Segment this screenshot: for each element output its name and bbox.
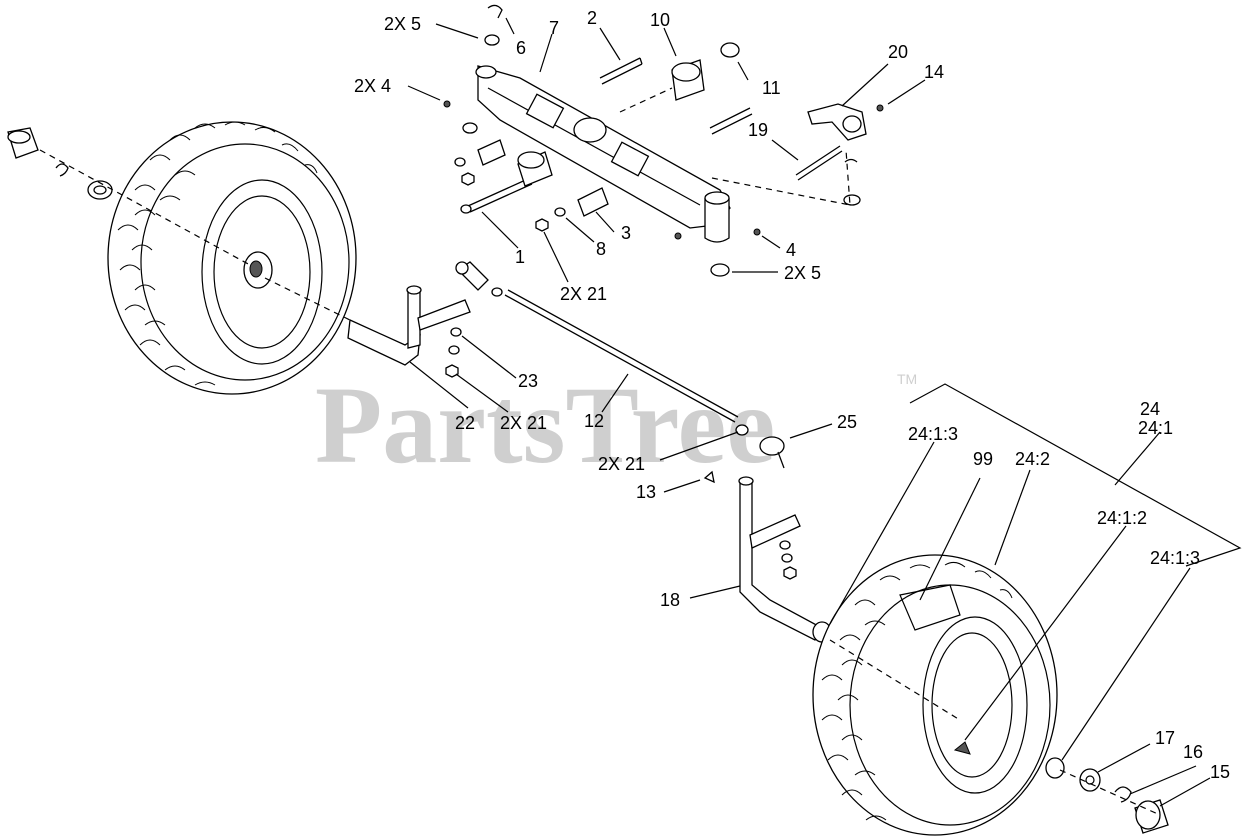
nut-11	[720, 42, 740, 58]
callout-2x21-top: 2X 21	[560, 284, 607, 304]
callout-3: 3	[621, 223, 631, 243]
callout-24-1-3-upper: 24:1:3	[908, 424, 958, 444]
callout-8: 8	[596, 239, 606, 259]
tie-rod-end-right	[759, 436, 785, 469]
callout-2x21-mid: 2X 21	[500, 413, 547, 433]
callout-2x4: 2X 4	[354, 76, 391, 96]
cap-15-left	[7, 127, 39, 159]
callout-10: 10	[650, 10, 670, 30]
spacer-3	[577, 187, 609, 217]
callout-6: 6	[516, 38, 526, 58]
callout-18: 18	[660, 590, 680, 610]
washer-5-bottom	[710, 263, 730, 277]
callout-24-1: 24:1	[1138, 418, 1173, 438]
callout-16: 16	[1183, 742, 1203, 762]
nut-21	[535, 218, 549, 232]
washer-5-top	[484, 34, 500, 46]
e-clip-left	[55, 163, 69, 177]
left-wheel	[107, 121, 357, 395]
callout-24-2: 24:2	[1015, 449, 1050, 469]
callout-20: 20	[888, 42, 908, 62]
callout-15: 15	[1210, 762, 1230, 782]
steering-arm-20	[807, 103, 867, 141]
callout-19: 19	[748, 120, 768, 140]
callout-2x21-low: 2X 21	[598, 454, 645, 474]
spacer-left	[477, 139, 506, 166]
axle-beam	[475, 65, 731, 243]
callout-13: 13	[636, 482, 656, 502]
bolt-19	[795, 145, 843, 181]
bolt-2	[599, 57, 643, 85]
bolt-19-upper	[709, 107, 753, 135]
callout-14: 14	[924, 62, 944, 82]
callout-11: 11	[762, 78, 781, 98]
leader-lines	[407, 17, 1242, 807]
tie-rod-12	[504, 289, 739, 423]
callout-1: 1	[515, 247, 525, 267]
callout-23: 23	[518, 371, 538, 391]
callout-24-1-2: 24:1:2	[1097, 508, 1147, 528]
watermark-text: PartsTree	[315, 364, 775, 486]
cotter-6	[487, 4, 503, 19]
bushing-large	[517, 151, 553, 187]
callout-17: 17	[1155, 728, 1175, 748]
bearing-24-1-3-right	[1045, 757, 1065, 779]
callout-7: 7	[549, 18, 559, 38]
bolt-1	[467, 177, 533, 213]
washer-8	[554, 207, 566, 217]
e-clip-16	[1114, 786, 1132, 803]
grease-fitting-13	[703, 470, 715, 484]
callout-99: 99	[973, 449, 993, 469]
callout-4: 4	[786, 240, 796, 260]
callout-2x5-top: 2X 5	[384, 14, 421, 34]
right-wheel	[812, 554, 1058, 836]
callout-2x5-bottom: 2X 5	[784, 263, 821, 283]
bearing-left	[87, 180, 113, 200]
callout-25: 25	[837, 412, 857, 432]
watermark-trademark: TM	[897, 371, 917, 387]
callout-24: 24	[1140, 399, 1160, 419]
callout-2: 2	[587, 8, 597, 28]
washer-right	[843, 194, 861, 206]
callout-24-1-3-lower: 24:1:3	[1150, 548, 1200, 568]
spindle-18	[738, 476, 823, 641]
cap-15	[1134, 799, 1169, 834]
spindle-22	[347, 285, 471, 366]
callout-22: 22	[455, 413, 475, 433]
bushing-10	[671, 59, 705, 101]
callout-12: 12	[584, 411, 604, 431]
tie-rod-end-left	[455, 261, 489, 291]
grease-fitting-14	[876, 104, 884, 112]
